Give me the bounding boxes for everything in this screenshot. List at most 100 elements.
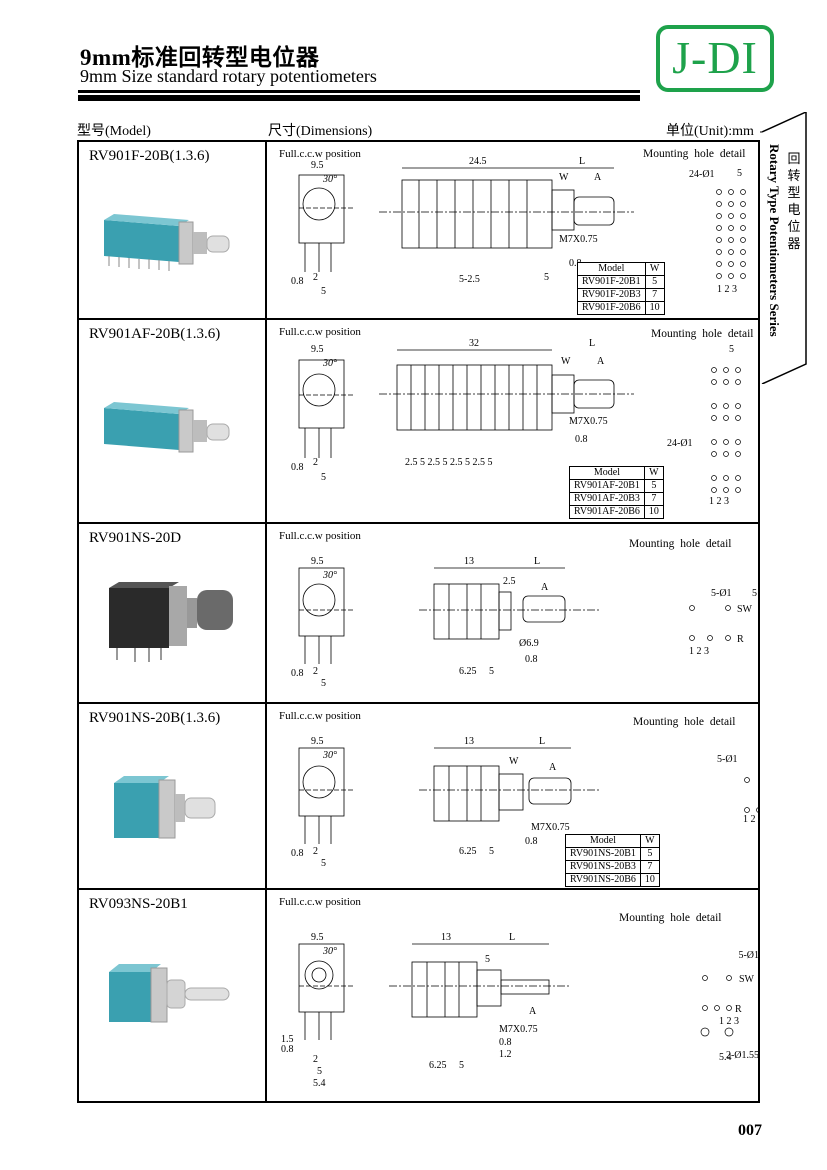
svg-text:SW: SW: [737, 604, 753, 615]
svg-text:W: W: [561, 356, 571, 367]
svg-text:2: 2: [313, 666, 318, 677]
svg-text:24.5: 24.5: [469, 156, 487, 167]
product-row: RV093NS-20B1 Full.c.c.w position Mountin…: [79, 890, 758, 1101]
svg-text:30°: 30°: [322, 946, 337, 957]
svg-text:2: 2: [313, 457, 318, 468]
svg-text:0.8: 0.8: [499, 1037, 512, 1048]
svg-text:0.8: 0.8: [291, 848, 304, 859]
svg-text:1.5: 1.5: [281, 1034, 294, 1045]
svg-text:A: A: [529, 1006, 537, 1017]
full-ccw-label: Full.c.c.w position: [279, 896, 361, 908]
svg-text:5-2.5: 5-2.5: [459, 274, 480, 285]
svg-text:1 2 3: 1 2 3: [743, 814, 758, 825]
column-header-dimensions: 尺寸(Dimensions): [268, 124, 373, 139]
svg-text:9.5: 9.5: [311, 160, 324, 171]
product-photo: [104, 402, 230, 453]
svg-text:5: 5: [321, 858, 326, 869]
product-table: RV901F-20B(1.3.6) Full.c.c.w position Mo…: [77, 140, 760, 1103]
svg-text:5.4: 5.4: [313, 1078, 326, 1089]
mounting-hole-label: Mounting hole detail: [643, 148, 746, 160]
svg-text:30°: 30°: [322, 174, 337, 185]
header-rule-thick: [78, 95, 640, 101]
svg-text:5-Ø1: 5-Ø1: [711, 588, 732, 599]
svg-text:5: 5: [544, 272, 549, 283]
svg-text:6.25: 6.25: [459, 666, 477, 677]
svg-text:0.8: 0.8: [291, 276, 304, 287]
mounting-hole-label: Mounting hole detail: [633, 716, 736, 728]
svg-text:L: L: [579, 156, 585, 167]
svg-text:5: 5: [737, 168, 742, 179]
model-name: RV901NS-20D: [89, 530, 182, 546]
svg-text:2.5: 2.5: [503, 576, 516, 587]
full-ccw-label: Full.c.c.w position: [279, 326, 361, 338]
svg-text:6.25: 6.25: [429, 1060, 447, 1071]
svg-text:5: 5: [729, 344, 734, 355]
svg-text:L: L: [509, 932, 515, 943]
svg-text:1 2 3: 1 2 3: [709, 496, 729, 507]
model-name: RV901F-20B(1.3.6): [89, 148, 210, 164]
page-number: 007: [738, 1122, 762, 1139]
svg-text:1.2: 1.2: [499, 1049, 512, 1060]
svg-text:9.5: 9.5: [311, 556, 324, 567]
svg-text:5: 5: [489, 846, 494, 857]
page-title-cn: 9mm标准回转型电位器: [80, 45, 320, 70]
svg-text:9.5: 9.5: [311, 932, 324, 943]
svg-text:5: 5: [459, 1060, 464, 1071]
svg-text:R: R: [737, 634, 744, 645]
svg-text:2.5 5 2.5 5 2.5 5 2.5 5: 2.5 5 2.5 5 2.5 5 2.5 5: [405, 457, 493, 468]
brand-logo: J-DI: [656, 25, 774, 92]
product-photo: [109, 964, 230, 1023]
svg-text:0.8: 0.8: [569, 258, 582, 269]
svg-text:5: 5: [321, 472, 326, 483]
product-photo: [104, 214, 230, 271]
side-tab-en: Rotary Type Potentiometers Series: [767, 144, 782, 337]
svg-text:1 2 3: 1 2 3: [719, 1016, 739, 1027]
svg-text:9.5: 9.5: [311, 344, 324, 355]
svg-text:0.8: 0.8: [291, 668, 304, 679]
mounting-hole-label: Mounting hole detail: [651, 328, 754, 340]
svg-text:5-Ø1: 5-Ø1: [738, 950, 758, 961]
svg-text:L: L: [534, 556, 540, 567]
product-photo: [114, 776, 216, 839]
svg-text:0.8: 0.8: [291, 462, 304, 473]
svg-text:M7X0.75: M7X0.75: [531, 822, 570, 833]
svg-text:9.5: 9.5: [311, 736, 324, 747]
svg-text:2: 2: [313, 846, 318, 857]
svg-text:1 2 3: 1 2 3: [689, 646, 709, 657]
model-name: RV901AF-20B(1.3.6): [89, 326, 221, 342]
svg-text:R: R: [735, 1004, 742, 1015]
model-name: RV093NS-20B1: [89, 896, 188, 912]
svg-text:24-Ø1: 24-Ø1: [667, 438, 693, 449]
mounting-hole-label: Mounting hole detail: [629, 538, 732, 550]
svg-text:6.25: 6.25: [459, 846, 477, 857]
svg-text:30°: 30°: [322, 750, 337, 761]
svg-text:L: L: [589, 338, 595, 349]
svg-text:24-Ø1: 24-Ø1: [689, 169, 715, 180]
svg-text:2-Ø1.55: 2-Ø1.55: [726, 1050, 758, 1061]
svg-text:0.8: 0.8: [575, 434, 588, 445]
svg-text:13: 13: [464, 736, 474, 747]
svg-text:5: 5: [317, 1066, 322, 1077]
mounting-hole-label: Mounting hole detail: [619, 912, 722, 924]
svg-text:5: 5: [489, 666, 494, 677]
svg-text:13: 13: [441, 932, 451, 943]
svg-text:M7X0.75: M7X0.75: [569, 416, 608, 427]
svg-text:0.8: 0.8: [281, 1044, 294, 1055]
svg-text:SW: SW: [739, 974, 755, 985]
model-name: RV901NS-20B(1.3.6): [89, 710, 221, 726]
full-ccw-label: Full.c.c.w position: [279, 710, 361, 722]
svg-text:5: 5: [321, 286, 326, 297]
svg-text:30°: 30°: [322, 570, 337, 581]
